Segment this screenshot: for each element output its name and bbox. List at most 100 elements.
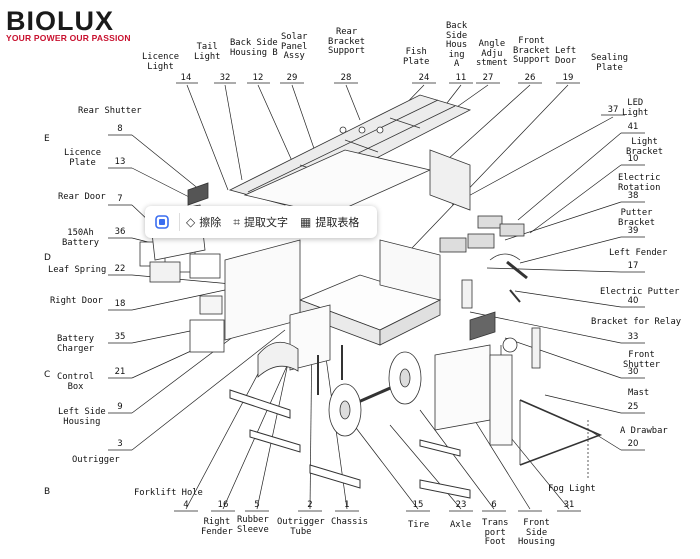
callout-a-drawbar: A Drawbar xyxy=(620,426,668,436)
part-number-28: 28 xyxy=(340,73,352,83)
callout-bracket-for-relay: Bracket for Relay xyxy=(591,317,682,327)
part-number-7: 7 xyxy=(117,194,123,204)
eraser-icon: ◇ xyxy=(186,215,196,229)
electric-putter xyxy=(506,260,528,280)
part-number-37: 37 xyxy=(607,105,619,115)
part-number-29: 29 xyxy=(286,73,298,83)
part-number-8: 8 xyxy=(117,124,123,134)
part-number-5: 5 xyxy=(254,500,260,510)
callout-back-side-housing-a: Back Side Hous ing A xyxy=(446,21,468,70)
callout-chassis: Chassis xyxy=(331,517,369,527)
part-number-1: 1 xyxy=(344,500,350,510)
callout-front-side-housing: Front Side Housing xyxy=(518,518,556,548)
part-number-9: 9 xyxy=(117,402,123,412)
callout-right-door: Right Door xyxy=(50,296,103,306)
callout-150ah-battery: 150Ah Battery xyxy=(62,228,100,248)
zone-label-d: D xyxy=(44,253,51,263)
erase-label: 擦除 xyxy=(199,216,222,229)
parts xyxy=(139,94,603,499)
part-number-35: 35 xyxy=(114,332,126,342)
part-number-31: 31 xyxy=(563,500,575,510)
brand-logo: BIOLUX YOUR POWER OUR PASSION xyxy=(6,6,131,43)
zone-label-e: E xyxy=(44,134,50,144)
callout-forklift-hole: Forklift Hole xyxy=(134,488,203,498)
extract-text-button[interactable]: ⌗ 提取文字 xyxy=(227,210,294,234)
extract-text-label: 提取文字 xyxy=(244,216,288,229)
extract-table-button[interactable]: ▦ 提取表格 xyxy=(294,210,365,234)
part-number-15: 15 xyxy=(412,500,424,510)
brand-tagline: YOUR POWER OUR PASSION xyxy=(6,33,131,43)
left-door xyxy=(379,239,441,301)
part-number-33: 33 xyxy=(627,332,639,342)
brand-name: BIOLUX xyxy=(6,6,131,36)
part-number-3: 3 xyxy=(117,439,123,449)
callout-tail-light: Tail Light xyxy=(194,42,221,62)
callout-rubber-sleeve: Rubber Sleeve xyxy=(237,515,269,535)
rear-shutter xyxy=(187,182,209,206)
part-number-16: 16 xyxy=(217,500,229,510)
image-tools-popup: ◇ 擦除 ⌗ 提取文字 ▦ 提取表格 xyxy=(145,206,377,238)
part-number-20: 20 xyxy=(627,439,639,449)
callout-fog-light: Fog Light xyxy=(548,484,596,494)
callout-control-box: Control Box xyxy=(57,372,95,392)
extract-table-label: 提取表格 xyxy=(315,216,360,229)
outriggers xyxy=(229,389,471,499)
front-shutter xyxy=(469,311,496,341)
callout-outrigger: Outrigger xyxy=(72,455,120,465)
callout-axle: Axle xyxy=(450,520,472,530)
part-number-13: 13 xyxy=(114,157,126,167)
part-number-14: 14 xyxy=(180,73,192,83)
callout-front-shutter: Front Shutter xyxy=(623,350,661,370)
callout-left-door: Left Door xyxy=(555,46,577,66)
part-number-2: 2 xyxy=(307,500,313,510)
callout-solar-panel-assy: Solar Panel Assy xyxy=(281,32,308,62)
part-number-12: 12 xyxy=(252,73,264,83)
mast xyxy=(489,354,513,446)
text-scan-icon: ⌗ xyxy=(233,214,240,229)
led-light-heads xyxy=(439,215,525,253)
part-number-19: 19 xyxy=(562,73,574,83)
part-number-18: 18 xyxy=(114,299,126,309)
callout-led-light: LED Light xyxy=(622,98,649,118)
part-number-23: 23 xyxy=(455,500,467,510)
callout-right-fender: Right Fender xyxy=(201,517,233,537)
callout-licence-plate: Licence Plate xyxy=(64,148,102,168)
callout-leaf-spring: Leaf Spring xyxy=(48,265,107,275)
part-number-26: 26 xyxy=(524,73,536,83)
callout-licence-light: Licence Light xyxy=(142,52,180,72)
callout-back-side-housing-b: Back Side Housing B xyxy=(230,38,278,58)
part-number-27: 27 xyxy=(482,73,494,83)
callout-sealing-plate: Sealing Plate xyxy=(591,53,629,73)
callout-putter-bracket: Putter Bracket xyxy=(618,208,656,228)
part-number-36: 36 xyxy=(114,227,126,237)
part-number-10: 10 xyxy=(627,154,639,164)
a-drawbar xyxy=(519,399,603,466)
callout-left-side-housing: Left Side Housing xyxy=(58,407,106,427)
callout-light-bracket: Light Bracket xyxy=(626,137,664,157)
callout-battery-charger: Battery Charger xyxy=(57,334,95,354)
callout-angle-adjustment: Angle Adju stment xyxy=(476,39,508,69)
callout-rear-door: Rear Door xyxy=(58,192,106,202)
part-number-17: 17 xyxy=(627,261,639,271)
callout-electric-putter: Electric Putter xyxy=(600,287,680,297)
callout-mast: Mast xyxy=(628,388,650,398)
right-fender xyxy=(257,341,299,378)
callout-tire: Tire xyxy=(408,520,430,530)
part-number-41: 41 xyxy=(627,122,639,132)
erase-button[interactable]: ◇ 擦除 xyxy=(180,210,227,234)
part-number-11: 11 xyxy=(455,73,467,83)
app-logo-button[interactable] xyxy=(145,210,179,234)
zone-label-c: C xyxy=(44,370,51,380)
table-scan-icon: ▦ xyxy=(300,215,312,229)
callout-outrigger-tube: Outrigger Tube xyxy=(277,517,325,537)
part-number-22: 22 xyxy=(114,264,126,274)
app-logo-icon xyxy=(155,215,169,229)
part-number-40: 40 xyxy=(627,296,639,306)
part-number-30: 30 xyxy=(627,367,639,377)
part-number-39: 39 xyxy=(627,226,639,236)
part-number-32: 32 xyxy=(219,73,231,83)
zone-label-b: B xyxy=(44,487,51,497)
part-number-24: 24 xyxy=(418,73,430,83)
callout-front-bracket-support: Front Bracket Support xyxy=(513,36,551,66)
